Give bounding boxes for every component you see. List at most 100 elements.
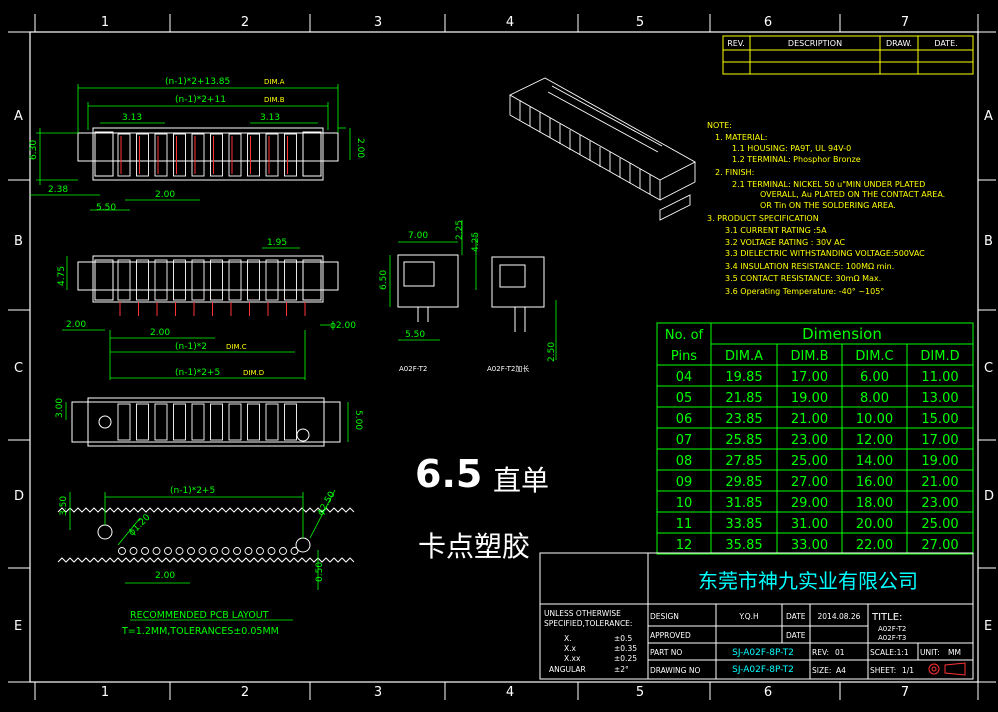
row-marker-left: D: [14, 489, 24, 504]
front-pitch: 2.00: [150, 328, 170, 338]
note-line: 3. PRODUCT SPECIFICATION: [707, 214, 819, 223]
date-value: 2014.08.26: [818, 612, 861, 621]
top-bottom-width: 5.50: [96, 203, 116, 213]
part-no-value: SJ-A02F-8P-T2: [732, 648, 794, 658]
dim-d-tag: DIM.D: [243, 369, 264, 377]
note-line: 3.3 DIELECTRIC WITHSTANDING VOLTAGE:500V…: [725, 249, 925, 258]
dim-a-tag: DIM.A: [264, 78, 285, 86]
type-label-cn: 直单: [493, 464, 549, 497]
side-bottom-width: 5.50: [405, 330, 425, 340]
row-marker-left: C: [14, 361, 23, 376]
border-ticks: [8, 14, 996, 700]
front-hole-dia: ϕ2.00: [330, 321, 356, 331]
note-line: 3.5 CONTACT RESISTANCE: 30mΩ Max.: [725, 274, 881, 283]
contact-slot: [191, 133, 205, 177]
tolerance-value: ±0.5: [614, 634, 632, 643]
rev-value: 01: [835, 648, 845, 657]
pcb-pin-hole: [210, 547, 218, 555]
bottom-view-outline: [71, 397, 341, 447]
pcb-subtitle: T=1.2MM,TOLERANCES±0.05MM: [121, 626, 279, 637]
pcb-pin-hole: [233, 547, 241, 555]
dimension-table-grid: [656, 322, 974, 555]
dimension-column-header: DIM.B: [790, 349, 828, 364]
side-dim-425: 4.25: [471, 232, 481, 252]
front-left-offset: 2.00: [66, 320, 86, 330]
contact-slot: [265, 133, 279, 177]
dimension-table-cell: 05: [676, 391, 693, 406]
date-header: DATE.: [934, 39, 957, 48]
dimension-table-cell: 19.85: [725, 370, 762, 385]
dim-a-formula: (n-1)*2+13.85: [165, 77, 230, 87]
tolerance-head-1: UNLESS OTHERWISE: [544, 609, 621, 618]
side-top-width: 7.00: [408, 231, 428, 241]
title-label: TITLE:: [871, 612, 902, 623]
pcb-pin-hole: [198, 547, 207, 555]
contact-slot: [154, 133, 168, 177]
drawing-frame: [29, 31, 979, 683]
dimension-table-cell: 20.00: [856, 517, 893, 532]
dimension-table-cell: 27.00: [791, 475, 828, 490]
top-left-offset: 2.38: [48, 185, 68, 195]
company-name: 东莞市神九实业有限公司: [698, 569, 918, 593]
tolerance-key: X.x: [564, 644, 577, 653]
unit-value: MM: [948, 648, 961, 657]
size-label: 6.5: [415, 452, 482, 496]
revision-table: [722, 35, 974, 75]
front-top-width: 1.95: [267, 238, 287, 248]
dimension-table-cell: 12: [676, 538, 693, 553]
pitch-right: 3.13: [260, 113, 280, 123]
column-marker-bottom: 2: [241, 685, 249, 700]
note-line: 1.1 HOUSING: PA9T, UL 94V-0: [732, 144, 851, 153]
note-line: 3.1 CURRENT RATING :5A: [725, 226, 827, 235]
column-marker-bottom: 6: [764, 685, 772, 700]
column-marker-bottom: 4: [506, 685, 514, 700]
pcb-pin-hole: [141, 547, 149, 555]
title-line-1: A02F-T2: [878, 625, 906, 633]
tolerance-value: ±0.25: [614, 654, 637, 663]
column-marker-top: 7: [901, 15, 909, 30]
contact-slot: [210, 133, 223, 177]
note-line: 1.2 TERMINAL: Phosphor Bronze: [732, 155, 861, 164]
size-value: A4: [836, 666, 846, 675]
contact-slot: [284, 133, 297, 177]
note-line: 3.6 Operating Temperature: -40° ~105°: [725, 287, 884, 296]
side-view-outline: [397, 254, 545, 332]
top-view-contact-slots: [117, 133, 297, 177]
contact-slot: [191, 259, 205, 301]
side-label-t2: A02F-T2: [399, 365, 427, 373]
contact-slot: [136, 259, 149, 301]
contact-slot: [247, 259, 260, 301]
tolerance-head-2: SPECIFIED,TOLERANCE:: [544, 619, 632, 628]
dimension-table-cell: 23.00: [921, 496, 958, 511]
tolerance-value: ±2°: [614, 665, 629, 674]
column-marker-top: 2: [241, 15, 249, 30]
pcb-formula: (n-1)*2+5: [170, 486, 215, 496]
bottom-height-right: 5.00: [353, 410, 363, 430]
top-height: 6.30: [29, 140, 39, 160]
dimension-table-cell: 19.00: [791, 391, 828, 406]
pcb-pin-hole: [129, 547, 138, 555]
dim-c-formula: (n-1)*2: [175, 342, 207, 352]
front-height: 4.75: [57, 266, 67, 286]
pcb-dim-050: 0.50: [315, 562, 325, 582]
column-marker-bottom: 3: [374, 685, 382, 700]
drawing-no-value: SJ-A02F-8P-T2: [732, 665, 794, 675]
drawing-no-label: DRAWING NO: [650, 666, 700, 675]
description-header: DESCRIPTION: [788, 39, 842, 48]
contact-slot: [117, 403, 131, 441]
pitch-left: 3.13: [122, 113, 142, 123]
approved-label: APPROVED: [650, 631, 691, 640]
dimension-table-cell: 21.00: [921, 475, 958, 490]
row-marker-left: E: [14, 619, 22, 634]
pcb-dim-350: 3.50: [59, 496, 69, 516]
row-marker-right: A: [984, 109, 993, 124]
column-marker-top: 3: [374, 15, 382, 30]
dimension-column-header: DIM.D: [920, 349, 959, 364]
contact-slot: [247, 133, 260, 177]
dimension-table-cell: 15.00: [921, 412, 958, 427]
